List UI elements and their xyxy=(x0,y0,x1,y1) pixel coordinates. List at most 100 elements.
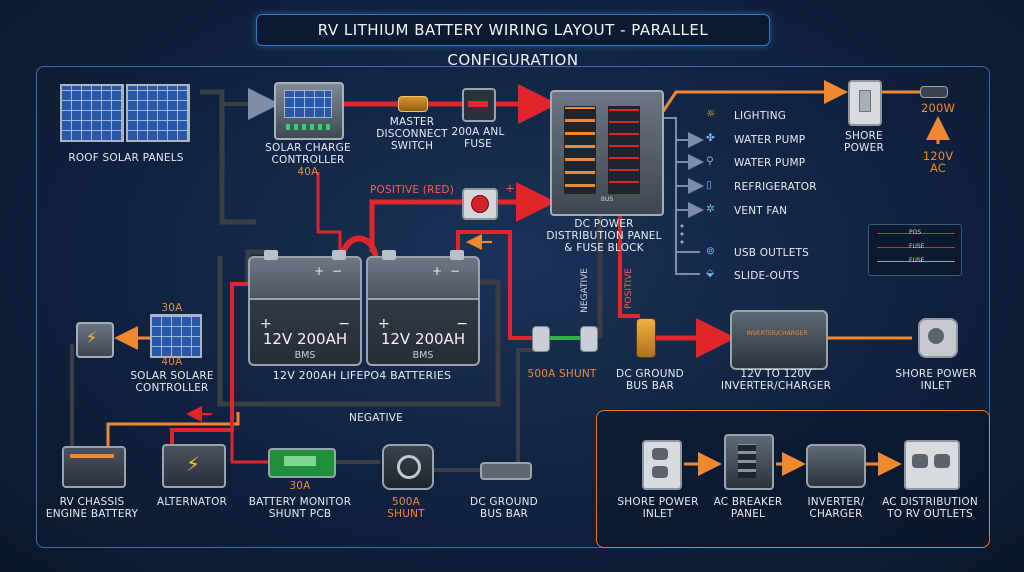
master-label-3: SWITCH xyxy=(390,140,434,152)
ac-flow-1-l2: INLET xyxy=(642,508,674,520)
positive-red-label: POSITIVE (Red) xyxy=(369,184,455,196)
mid-dc-ground-bar xyxy=(636,318,656,358)
shore-power-2: POWER xyxy=(844,142,884,154)
shore-inlet-2: INLET xyxy=(920,380,952,392)
wire-orange-top xyxy=(658,80,848,117)
anl-label-2: FUSE xyxy=(464,138,492,150)
alternator-bolt: ⚡ xyxy=(186,452,201,476)
load-lighting: LIGHTING xyxy=(734,110,787,122)
negative-label: NEGATIVE xyxy=(349,412,403,424)
dc-distribution-panel: BUS xyxy=(550,90,664,216)
battery-disconnect-switch xyxy=(462,188,498,220)
inverter-label-2: INVERTER/CHARGER xyxy=(720,380,832,392)
load-water-pump-2: WATER PUMP xyxy=(734,157,806,169)
main-frame xyxy=(36,66,990,548)
inverter-charger: INVERTER/CHARGER xyxy=(730,310,828,370)
fuse-column-left xyxy=(564,106,596,194)
battery-2-label: 12V 200AH xyxy=(380,330,466,348)
inverter-tag: INVERTER/CHARGER xyxy=(746,330,808,337)
load-lighting-icon: ☼ xyxy=(706,108,716,120)
breaker-switches xyxy=(738,444,756,478)
fuse-column-right xyxy=(608,106,640,194)
mid-shunt-left xyxy=(532,326,550,352)
solar-charge-controller xyxy=(274,82,344,140)
legend-fuse-line-1 xyxy=(877,247,955,248)
wire-positive-distribution xyxy=(369,199,462,252)
battery-2: + − + − 12V 200AH BMS xyxy=(366,250,480,366)
wire-controller-down xyxy=(316,172,342,256)
battery-1-minus: − xyxy=(338,316,350,332)
bottom-shunt-1: 500A xyxy=(391,496,421,508)
load-refrigerator-icon: ▯ xyxy=(706,179,712,191)
load-usb-outlets: USB OUTLETS xyxy=(734,247,810,259)
wire-left-red xyxy=(170,282,248,444)
bottom-shunt-dial xyxy=(397,455,421,479)
left-controller-bolt: ⚡ xyxy=(86,328,98,347)
ac-distribution-outlet xyxy=(904,440,960,490)
positive-vertical-label: POSITIVE xyxy=(624,268,634,309)
page-title: RV LITHIUM BATTERY WIRING LAYOUT - PARAL… xyxy=(256,14,770,69)
roof-solar-label: ROOF SOLAR PANELS xyxy=(68,152,184,164)
mid-shunt-label: 500A SHUNT xyxy=(527,368,597,380)
battery-2-terminal-minus xyxy=(450,250,464,260)
wire-solar-controller xyxy=(200,89,256,225)
bottom-dc-ground-1: DC GROUND xyxy=(470,496,538,508)
load-vent-fan-icon: ✲ xyxy=(706,203,715,215)
ac-flow-4-l2: TO RV OUTLETS xyxy=(887,508,973,520)
battery-1: + − + − 12V 200AH BMS xyxy=(248,250,362,366)
left-controller-label-1: SOLAR SOLARE xyxy=(130,370,214,382)
inline-fuse xyxy=(398,96,428,112)
wire-left-orange xyxy=(106,412,240,446)
controller-display xyxy=(284,90,332,118)
legend-fuse-2: FUSE xyxy=(909,257,925,264)
load-refrigerator: REFRIGERATOR xyxy=(734,181,817,193)
wire-alt-monitor xyxy=(230,432,268,464)
anl-fuse-blade xyxy=(468,101,488,107)
negative-vertical-label: NEGATIVE xyxy=(580,268,590,313)
ac-flow-1-l1: SHORE POWER xyxy=(617,496,699,508)
ac-flow-3-l2: CHARGER xyxy=(809,508,863,520)
chassis-battery-bar xyxy=(70,454,114,458)
alternator-label: ALTERNATOR xyxy=(156,496,228,508)
bottom-shunt xyxy=(382,444,434,490)
mid-shunt-right xyxy=(580,326,598,352)
controller-rating: 40A xyxy=(297,166,319,178)
monitor-chip xyxy=(284,456,316,466)
ac-flow-2-l1: AC BREAKER xyxy=(713,496,783,508)
controller-label-2: CONTROLLER xyxy=(271,154,345,166)
fuse-200w xyxy=(920,86,948,98)
wire-legend: POS FUSE FUSE xyxy=(868,224,962,276)
dist-label-3: & FUSE BLOCK xyxy=(564,242,644,254)
battery-2-terminal-plus xyxy=(382,250,396,260)
anl-fuse xyxy=(462,88,496,122)
wire-vertical-positive xyxy=(618,214,640,318)
battery-monitor-pcb xyxy=(268,448,336,478)
load-slide-outs: SLIDE-OUTS xyxy=(734,270,800,282)
wire-battery-to-shunt xyxy=(456,230,536,340)
battery-2-top-plus: + xyxy=(432,264,443,278)
panel-tag: BUS xyxy=(600,196,614,203)
ac-shore-outlet xyxy=(642,440,682,490)
battery-2-bms: BMS xyxy=(412,350,434,361)
bottom-dc-ground-2: BUS BAR xyxy=(480,508,528,520)
bottom-shunt-2: SHUNT xyxy=(387,508,425,520)
ac-flow-2-l2: PANEL xyxy=(730,508,766,520)
dist-label-2: DISTRIBUTION PANEL xyxy=(546,230,662,242)
legend-fuse-line-2 xyxy=(877,261,955,262)
left-solar-panel xyxy=(150,314,202,358)
chassis-label-1: RV CHASSIS xyxy=(59,496,125,508)
controller-leds xyxy=(286,124,330,130)
load-vent-fan: VENT FAN xyxy=(734,205,788,217)
solar-panel-right xyxy=(126,84,190,142)
battery-2-plus: + xyxy=(378,316,390,332)
shore-switch-toggle xyxy=(859,90,871,112)
anl-label-1: 200A ANL xyxy=(451,126,505,138)
load-wires xyxy=(660,117,704,275)
master-label-1: MASTER xyxy=(389,116,435,128)
battery-1-terminal-minus xyxy=(332,250,346,260)
alternator: ⚡ xyxy=(162,444,226,488)
load-water-pump-icon: ✤ xyxy=(706,132,715,144)
battery-1-plus: + xyxy=(260,316,272,332)
chassis-battery xyxy=(62,446,126,488)
